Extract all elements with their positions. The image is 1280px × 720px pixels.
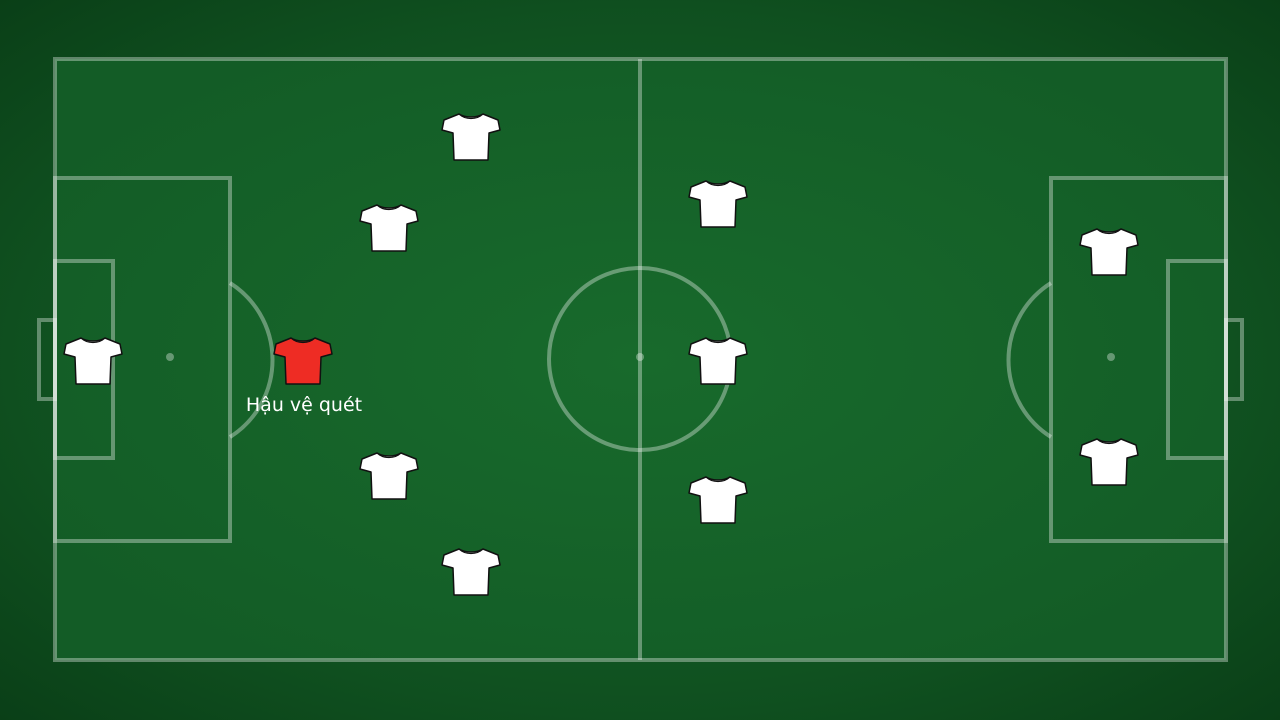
right-penalty-spot [1107,353,1115,361]
left-goal [37,318,57,401]
left-penalty-area [53,176,232,543]
forward-shirt-icon [1079,228,1139,276]
left-penalty-arc [228,281,275,439]
defender-shirt-icon [359,452,419,500]
midfielder-shirt-icon [688,180,748,228]
center-spot [636,353,644,361]
right-goal-area [1166,259,1228,460]
right-goal [1224,318,1244,401]
midfielder-shirt-icon [688,337,748,385]
wing-back-shirt-icon [441,113,501,161]
pitch-boundary [53,57,1228,662]
players [63,113,1139,596]
right-penalty-arc [1006,281,1053,439]
forward-shirt-icon [1079,438,1139,486]
sweeper-label: Hậu vệ quét [245,394,363,416]
left-penalty-spot [166,353,174,361]
right-penalty-area [1049,176,1228,543]
left-goal-area [53,259,115,460]
defender-shirt-icon [359,204,419,252]
pitch-markings [37,57,1244,662]
midfielder-shirt-icon [688,476,748,524]
wing-back-shirt-icon [441,548,501,596]
pitch-grass [55,59,1226,660]
goalkeeper-shirt-icon [63,337,123,385]
sweeper-shirt-icon [273,337,333,385]
